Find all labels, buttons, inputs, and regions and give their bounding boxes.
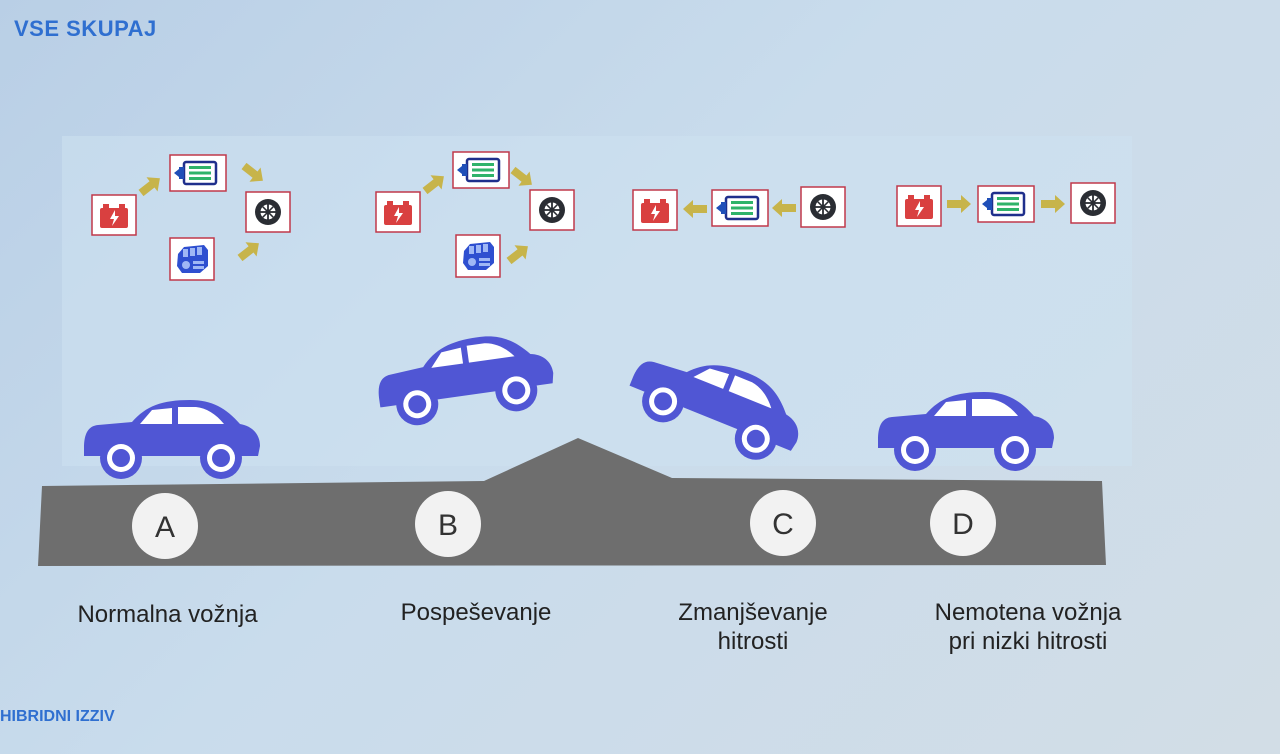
wheel-icon	[1070, 182, 1116, 224]
arrow-icon	[135, 171, 166, 201]
footer-brand: HIBRIDNI IZZIV	[0, 708, 115, 725]
arrow-icon	[683, 200, 707, 218]
electric-motor-icon	[451, 150, 511, 190]
marker-letter: D	[952, 508, 974, 541]
battery-icon	[91, 194, 137, 236]
road	[38, 438, 1106, 566]
flow-group-c	[632, 186, 846, 231]
marker-d: D	[930, 490, 996, 556]
electric-motor-icon	[976, 184, 1036, 224]
wheel-icon	[245, 191, 291, 233]
battery-icon	[632, 189, 678, 231]
arrow-icon	[234, 236, 265, 266]
scenario-label-b: Pospeševanje	[360, 598, 592, 627]
battery-icon	[375, 191, 421, 233]
flow-group-b	[375, 150, 575, 278]
engine-icon	[455, 234, 501, 278]
marker-a: A	[132, 493, 198, 559]
marker-c: C	[750, 490, 816, 556]
car-d	[878, 392, 1054, 471]
car-a	[84, 400, 260, 479]
car-c	[620, 333, 814, 473]
scenario-label-d: Nemotena vožnja pri nizki hitrosti	[888, 598, 1168, 656]
electric-motor-icon	[168, 153, 228, 193]
arrow-icon	[419, 169, 450, 199]
slide-title: VSE SKUPAJ	[14, 16, 157, 41]
marker-letter: A	[155, 511, 175, 544]
arrow-icon	[1041, 195, 1065, 213]
car-b	[372, 327, 558, 431]
arrow-icon	[503, 239, 534, 269]
electric-motor-icon	[710, 188, 770, 228]
label-line: Nemotena vožnja	[934, 599, 1122, 626]
label-line: Zmanjševanje	[678, 599, 828, 626]
label-line: Pospeševanje	[400, 599, 552, 626]
wheel-icon	[529, 189, 575, 231]
flow-group-a	[91, 153, 291, 281]
flow-group-d	[896, 182, 1116, 227]
scenario-label-c: Zmanjševanje hitrosti	[638, 598, 868, 656]
battery-icon	[896, 185, 942, 227]
marker-letter: B	[438, 509, 458, 542]
scenario-label-a: Normalna vožnja	[30, 600, 305, 629]
wheel-icon	[800, 186, 846, 228]
arrow-icon	[947, 195, 971, 213]
arrow-icon	[238, 158, 269, 188]
label-line: pri nizki hitrosti	[948, 628, 1108, 655]
marker-letter: C	[772, 508, 794, 541]
arrow-icon	[507, 162, 538, 192]
arrow-icon	[772, 199, 796, 217]
label-line: Normalna vožnja	[77, 601, 258, 628]
engine-icon	[169, 237, 215, 281]
label-line: hitrosti	[717, 628, 789, 655]
marker-b: B	[415, 491, 481, 557]
